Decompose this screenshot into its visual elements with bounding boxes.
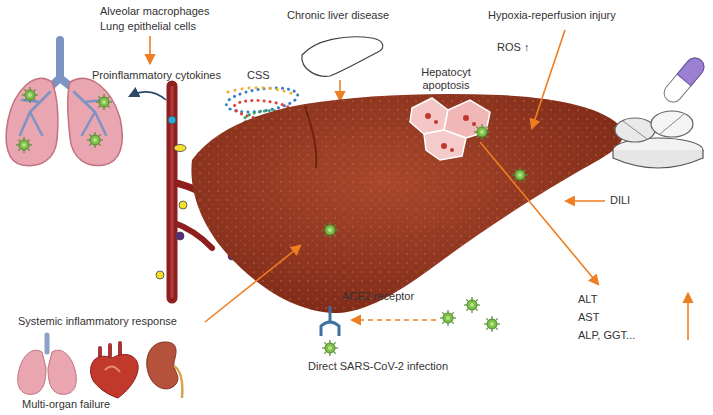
receptor-label: ACE2 receptor [342, 290, 414, 303]
flow-arrow [149, 36, 151, 63]
increase-arrow [687, 294, 689, 340]
process-label: CSS [247, 69, 270, 82]
liver-icon [302, 37, 383, 77]
pills-illustration [613, 54, 708, 168]
virus-icon [484, 316, 500, 332]
cause-label: Chronic liver disease [287, 9, 389, 22]
flow-arrow [205, 246, 300, 322]
flow-arrow [532, 30, 565, 128]
process-label: ROS ↑ [497, 41, 529, 54]
virus-icon [440, 310, 456, 326]
flow-arrow [566, 200, 605, 202]
hepatocyte-cells [410, 98, 490, 160]
cause-label: Hypoxia-reperfusion injury [488, 9, 616, 22]
process-label: Hepatocyt apoptosis [416, 66, 476, 92]
virus-icon [322, 340, 338, 356]
virus-icon [464, 297, 480, 313]
organs-illustration [18, 335, 183, 398]
infection-arrow [352, 319, 436, 321]
ace2-receptor [321, 306, 339, 336]
enzyme-label: ALP, GGT... [578, 329, 635, 342]
enzyme-label: AST [578, 311, 599, 324]
flow-arrow [339, 80, 341, 100]
cell-label: Alveolar macrophages [100, 5, 209, 18]
flow-arrow [480, 142, 598, 284]
cause-label: Systemic inflammatory response [18, 315, 177, 328]
cell-label: Lung epithelial cells [100, 20, 196, 33]
process-label: Proinflammatory cytokines [92, 69, 221, 82]
cause-label: DILI [610, 194, 630, 207]
enzyme-label: ALT [578, 293, 597, 306]
outcome-label: Multi-organ failure [22, 398, 110, 411]
feedback-arrow [130, 92, 166, 100]
cause-label: Direct SARS-CoV-2 infection [308, 360, 448, 373]
lungs-illustration [6, 40, 122, 166]
